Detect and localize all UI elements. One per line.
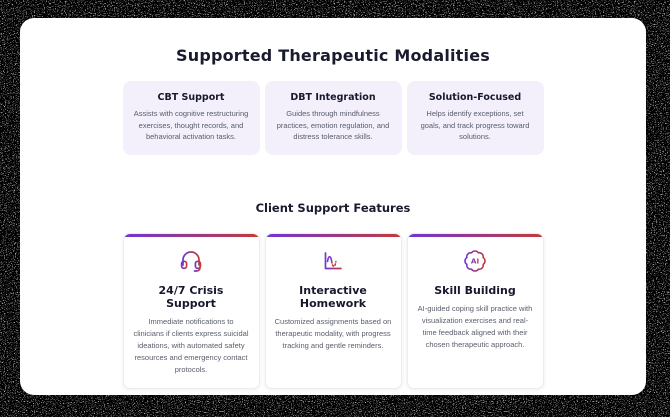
feature-card-interactive-homework: Interactive Homework Customized assignme…	[264, 232, 402, 389]
feature-card-skill-building: AI Skill Building AI-guided coping skill…	[406, 232, 544, 389]
modality-card-description: Guides through mindfulness practices, em…	[276, 109, 390, 142]
modality-card-solution-focused: Solution-Focused Helps identify exceptio…	[406, 81, 544, 155]
activity-chart-icon	[324, 252, 342, 270]
modality-card-description: Assists with cognitive restructuring exe…	[133, 109, 249, 142]
modality-card-title: DBT Integration	[290, 92, 376, 103]
page-card: Supported Therapeutic Modalities CBT Sup…	[20, 18, 646, 395]
feature-card-title: Interactive Homework	[299, 283, 367, 310]
modality-card-title: CBT Support	[157, 92, 225, 103]
features-row: 24/7 Crisis Support Immediate notificati…	[20, 232, 646, 389]
feature-card-description: AI-guided coping skill practice with vis…	[417, 303, 533, 349]
feature-card-crisis-support: 24/7 Crisis Support Immediate notificati…	[122, 232, 260, 389]
gradient-top-border	[407, 233, 543, 237]
ai-badge-icon: AI	[464, 250, 486, 272]
modality-card-dbt: DBT Integration Guides through mindfulne…	[264, 81, 402, 155]
ai-badge-label: AI	[471, 256, 480, 265]
features-heading: Client Support Features	[255, 200, 411, 215]
modality-card-title: Solution-Focused	[428, 92, 522, 103]
feature-card-description: Immediate notifications to clinicians if…	[133, 316, 249, 374]
page-title: Supported Therapeutic Modalities	[176, 46, 490, 65]
modalities-row: CBT Support Assists with cognitive restr…	[20, 81, 646, 155]
gradient-top-border	[123, 233, 259, 237]
feature-card-description: Customized assignments based on therapeu…	[274, 316, 392, 350]
gradient-top-border	[265, 233, 401, 237]
modality-card-description: Helps identify exceptions, set goals, an…	[420, 109, 530, 142]
headset-icon	[180, 251, 202, 272]
feature-card-title: 24/7 Crisis Support	[158, 283, 224, 310]
modality-card-cbt: CBT Support Assists with cognitive restr…	[122, 81, 260, 155]
feature-card-title: Skill Building	[434, 283, 516, 297]
